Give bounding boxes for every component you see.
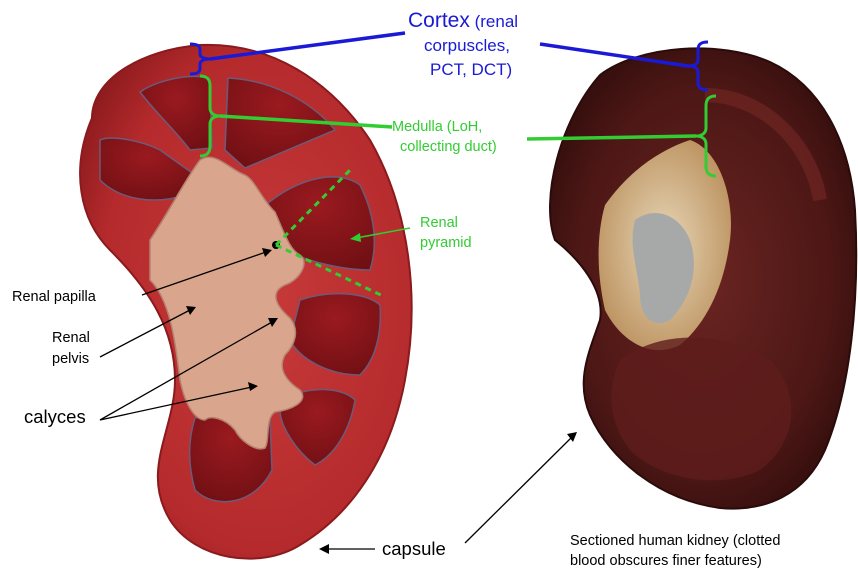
cortex-leader-left (210, 33, 405, 59)
renal-pyramid-label-1: Renal (420, 215, 458, 232)
specimen-photo (550, 48, 856, 508)
specimen-arrow (465, 437, 572, 543)
renal-pelvis-label-1: Renal (52, 330, 90, 347)
specimen-caption-2: blood obscures finer features) (570, 553, 762, 570)
cortex-title: Cortex (408, 9, 470, 32)
cortex-detail-2: corpuscles, (424, 36, 510, 56)
renal-papilla-label: Renal papilla (12, 289, 96, 306)
medulla-label-1: Medulla (LoH, (392, 119, 482, 136)
calyces-label: calyces (24, 406, 86, 428)
renal-pyramid-label-2: pyramid (420, 235, 472, 252)
cortex-label: Cortex (renal (408, 9, 518, 34)
cortex-detail-1: (renal (475, 12, 518, 31)
renal-pelvis-label-2: pelvis (52, 351, 89, 368)
schematic-kidney (80, 45, 412, 559)
capsule-arrowhead (319, 544, 329, 554)
medulla-label-2: collecting duct) (400, 139, 497, 156)
specimen-caption-1: Sectioned human kidney (clotted (570, 533, 780, 550)
cortex-detail-3: PCT, DCT) (430, 60, 512, 80)
capsule-label: capsule (382, 538, 446, 560)
